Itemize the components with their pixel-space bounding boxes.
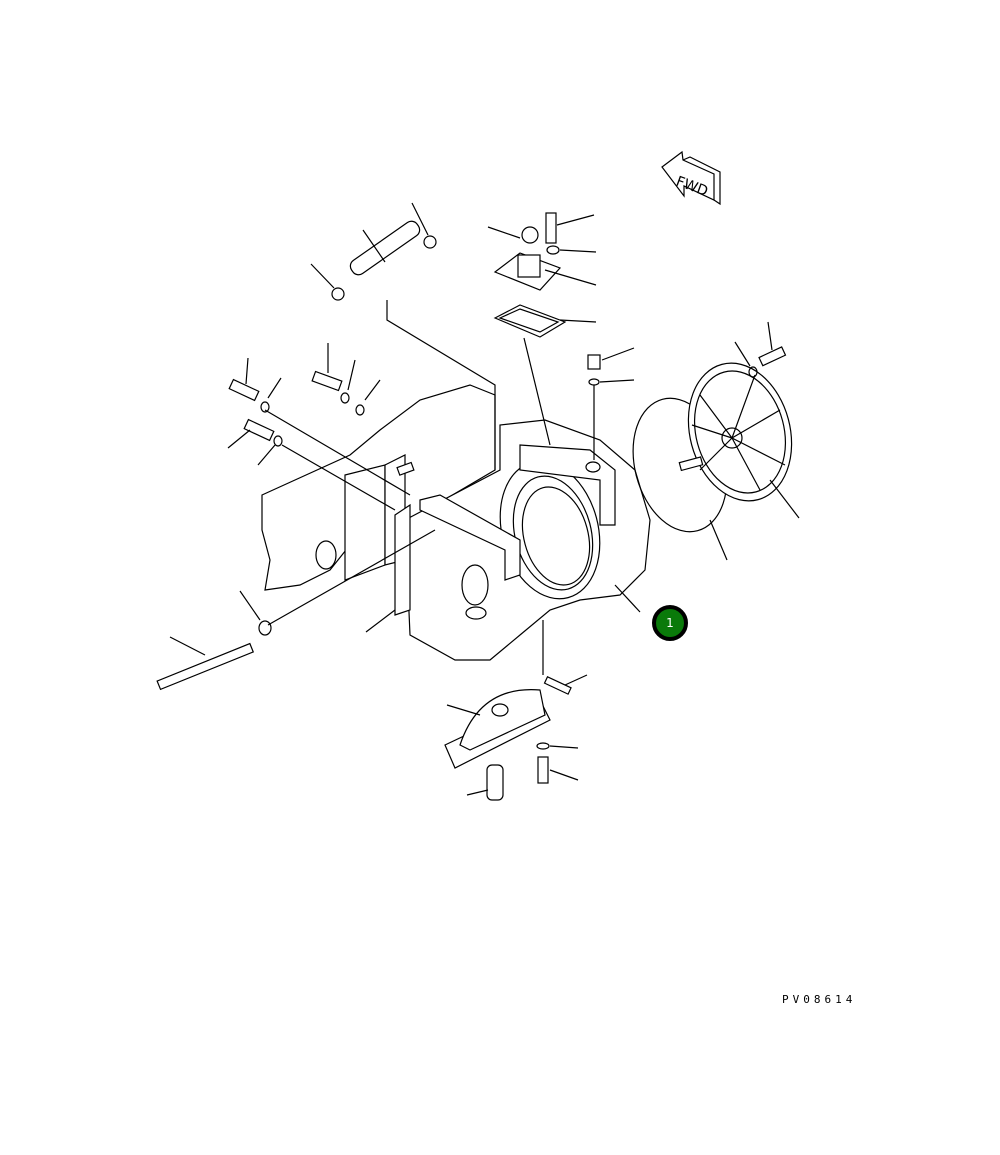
transmission-housing [394,419,651,661]
callout-number: 1 [666,616,674,630]
leader-lines [169,202,800,796]
forward-direction-arrow: FWD [661,150,721,206]
bolts [156,370,365,691]
rear-cover [632,362,793,533]
drawing-code: PV08614 [782,993,857,1006]
bottom-mount [444,675,572,801]
callout-badge-1[interactable]: 1 [652,605,688,641]
top-parts [331,212,787,386]
